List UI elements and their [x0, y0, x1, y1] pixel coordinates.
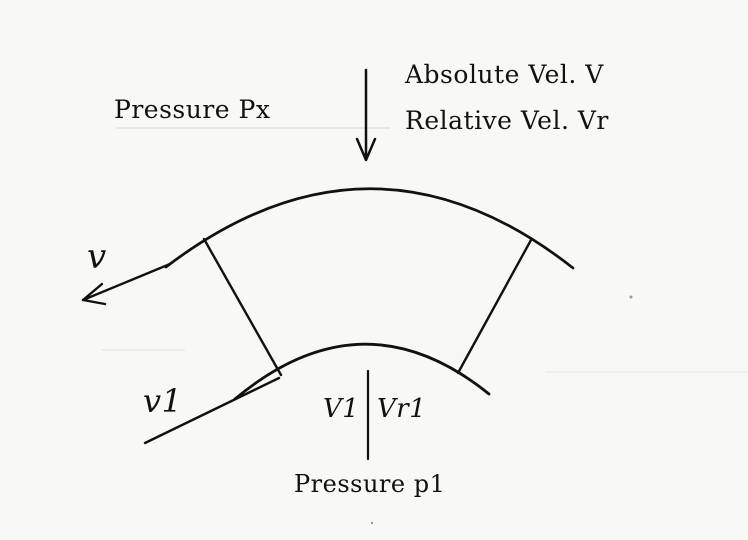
right-radial-line	[456, 238, 533, 375]
paper-speck	[370, 521, 374, 525]
outer-velocity-label: v	[87, 237, 107, 277]
left-radial-line	[202, 237, 283, 377]
inner-relative-velocity-label: Vr1	[377, 394, 427, 424]
relative-velocity-label: Relative Vel. Vr	[405, 106, 609, 135]
inner-velocity-label: v1	[143, 382, 183, 420]
absolute-velocity-label: Absolute Vel. V	[405, 60, 604, 89]
top-arrow-head	[355, 137, 377, 162]
outer-arc	[164, 187, 575, 270]
inner-arc	[233, 342, 491, 401]
inner-velocity-line	[143, 376, 281, 445]
inner-absolute-velocity-label: V1	[323, 394, 360, 424]
pressure-top-label: Pressure Px	[114, 95, 271, 124]
pressure-bottom-label: Pressure p1	[294, 470, 446, 498]
paper-speck	[629, 295, 633, 299]
outer-velocity-arrow-shaft	[81, 262, 172, 302]
outer-velocity-arrow-head	[81, 282, 107, 306]
